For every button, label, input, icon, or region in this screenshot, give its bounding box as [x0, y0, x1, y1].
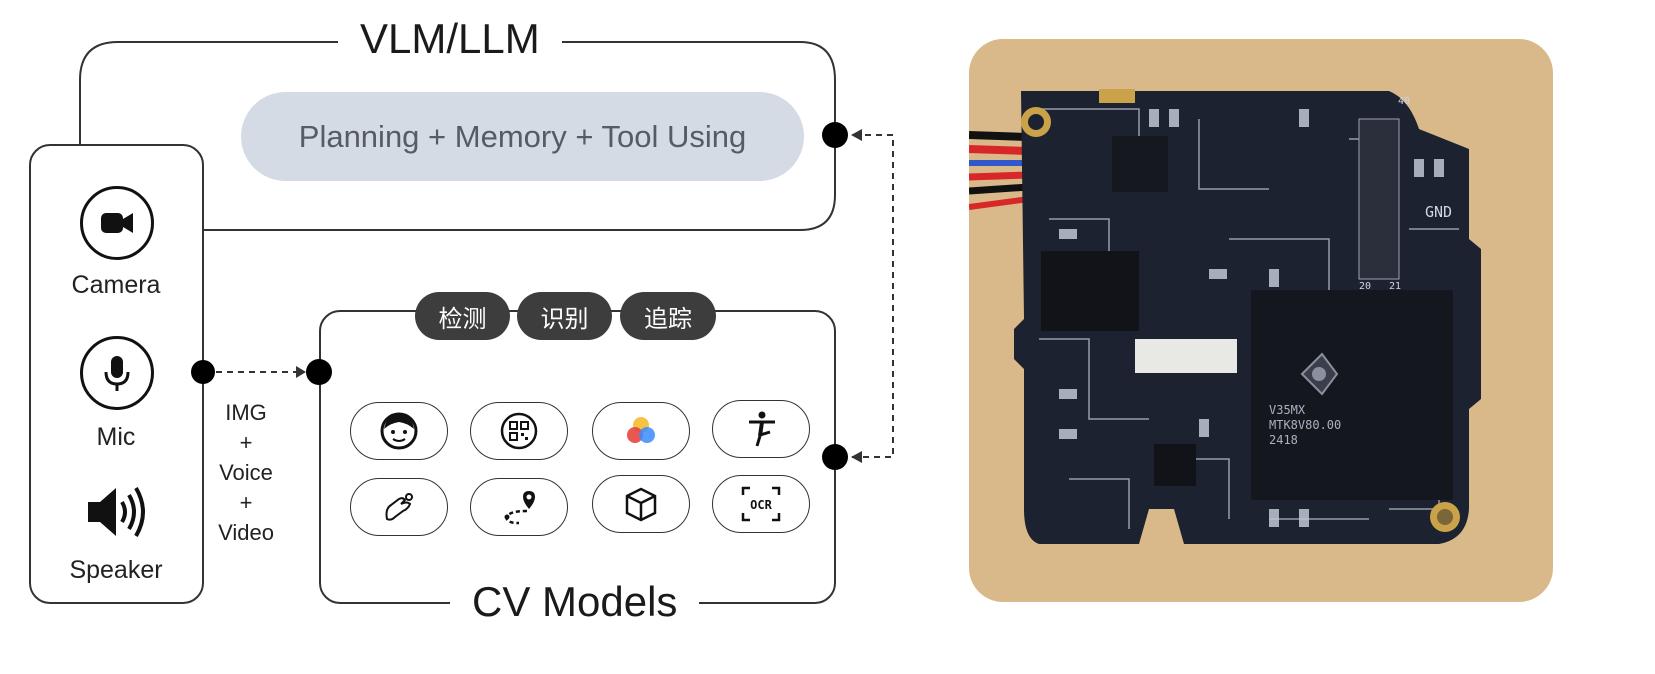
- cv-to-vlm-arrow: [852, 134, 894, 458]
- vlm-box-outline: [79, 41, 836, 231]
- tag-track: 追踪: [620, 292, 716, 340]
- camera-icon: [80, 186, 154, 260]
- stream-plus-1: +: [239, 430, 253, 455]
- vlm-title: VLM/LLM: [338, 15, 562, 63]
- speaker-icon: [84, 482, 150, 547]
- face-icon: [350, 402, 448, 460]
- gesture-icon: [350, 478, 448, 536]
- board-pin-20: 20: [1359, 281, 1371, 292]
- stream-plus-2: +: [239, 490, 253, 515]
- pose-icon: [712, 400, 810, 458]
- cv-input-dot: [306, 359, 332, 385]
- board-photo: GND 40 20 21 V35MX MTK8V80.00 2418: [969, 39, 1553, 602]
- stream-labels: IMG + Voice + Video: [208, 398, 284, 548]
- qr-code-icon: [470, 402, 568, 460]
- ocr-text: OCR: [750, 498, 772, 512]
- box-icon: [592, 475, 690, 533]
- soc-part: MTK8V80.00: [1269, 418, 1341, 432]
- pcb-illustration: GND 40 20 21 V35MX MTK8V80.00 2418: [969, 89, 1481, 544]
- cv-title: CV Models: [450, 578, 700, 626]
- stream-voice: Voice: [219, 460, 273, 485]
- speaker-label: Speaker: [69, 556, 163, 584]
- ocr-icon: OCR: [712, 475, 810, 533]
- mic-label: Mic: [96, 423, 136, 451]
- tag-recognize: 识别: [517, 292, 612, 340]
- vlm-input-dot: [822, 122, 848, 148]
- tag-detect: 检测: [415, 292, 510, 340]
- io-output-dot: [191, 360, 215, 384]
- board-gnd-label: GND: [1425, 203, 1452, 221]
- soc-date: 2418: [1269, 433, 1298, 447]
- color-icon: [592, 402, 690, 460]
- soc-model: V35MX: [1269, 403, 1306, 417]
- mic-icon: [80, 336, 154, 410]
- camera-label: Camera: [71, 271, 161, 299]
- cv-output-dot: [822, 444, 848, 470]
- vlm-capability-pill: Planning + Memory + Tool Using: [241, 92, 804, 181]
- route-icon: [470, 478, 568, 536]
- stream-img: IMG: [225, 400, 267, 425]
- stream-video: Video: [218, 520, 274, 545]
- board-pin-40: 40: [1398, 96, 1410, 107]
- board-pin-21: 21: [1389, 281, 1401, 292]
